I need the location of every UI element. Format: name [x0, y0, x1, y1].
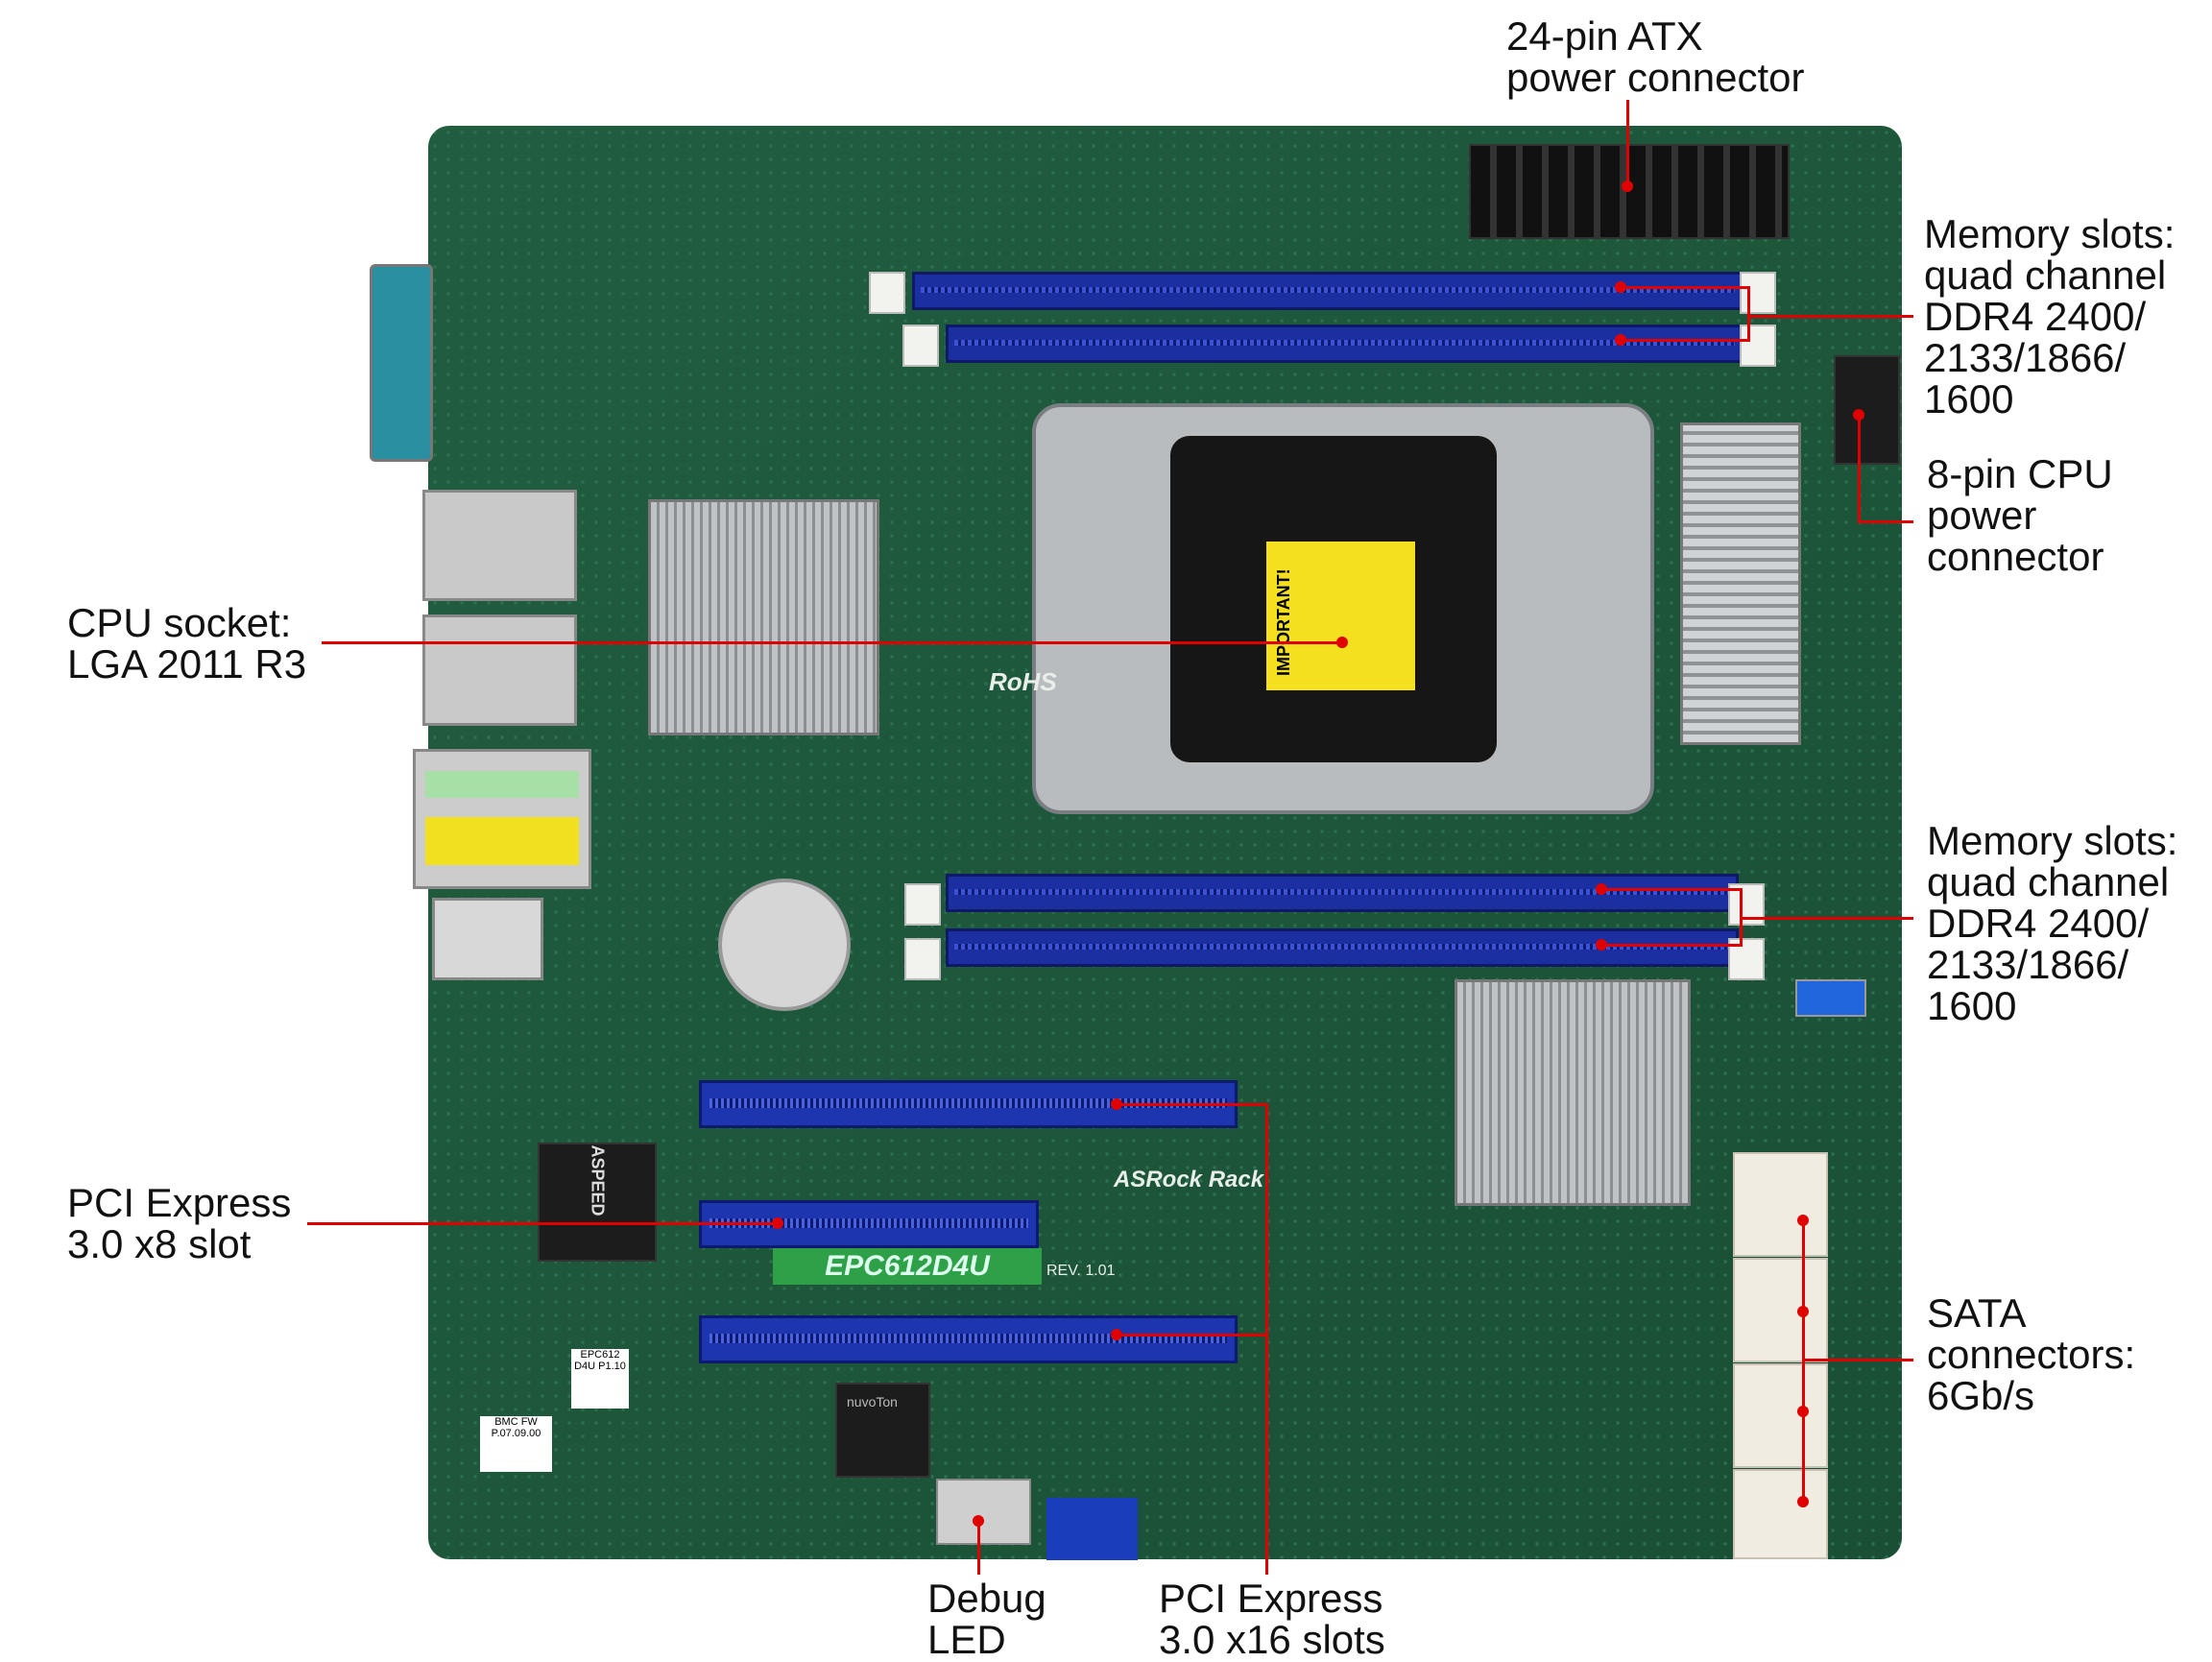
usb-port	[432, 898, 543, 980]
brand-logo: ASRock Rack	[1114, 1167, 1264, 1192]
cpu-socket: IMPORTANT!	[1032, 403, 1654, 814]
usb-lan-stack	[413, 749, 591, 889]
callout-line-pcie-x8	[307, 1222, 778, 1225]
callout-dot	[1797, 1306, 1809, 1317]
dimm-latch	[904, 883, 941, 926]
socket-cap-sticker: IMPORTANT!	[1266, 542, 1415, 690]
callout-line-memory-top	[1621, 286, 1749, 289]
dimm-latch	[869, 272, 905, 314]
callout-line-memory-bottom	[1740, 917, 1913, 920]
callout-line-memory-top	[1747, 286, 1750, 342]
bmc-fw-label: BMC FW P.07.09.00	[491, 1416, 541, 1439]
super-io-label: nuvoTon	[847, 1394, 898, 1409]
callout-line-memory-bottom	[1601, 944, 1742, 947]
debug-led-display	[936, 1479, 1031, 1545]
model-plate: EPC612D4U	[773, 1248, 1042, 1285]
label-pcie-x16: PCI Express 3.0 x16 slots	[1159, 1576, 1385, 1662]
label-memory-bottom: Memory slots: quad channel DDR4 2400/ 21…	[1927, 818, 2178, 1028]
callout-line-pcie-x16	[1117, 1334, 1268, 1337]
label-pcie-x8: PCI Express 3.0 x8 slot	[67, 1180, 292, 1266]
callout-line-cpu-power	[1858, 520, 1913, 523]
lan-port-2	[422, 614, 577, 726]
callout-dot	[1111, 1329, 1122, 1340]
model-name: EPC612D4U	[825, 1250, 990, 1282]
callout-line-pcie-x16	[1117, 1103, 1268, 1106]
callout-line-debug-led	[977, 1521, 980, 1575]
label-cpu-power: 8-pin CPU power connector	[1927, 451, 2113, 579]
callout-dot	[973, 1515, 984, 1527]
callout-line-memory-bottom	[1601, 888, 1742, 891]
callout-dot	[1622, 181, 1633, 192]
label-memory-top: Memory slots: quad channel DDR4 2400/ 21…	[1924, 211, 2176, 422]
cmos-battery	[718, 879, 851, 1011]
lan-port-1	[422, 490, 577, 601]
callout-dot	[1336, 637, 1348, 648]
vrm-heatsink	[1680, 422, 1801, 745]
callout-dot	[1111, 1098, 1122, 1110]
callout-line-cpu-socket	[322, 641, 1342, 644]
callout-dot	[1797, 1406, 1809, 1417]
bmc-chip: ASPEED	[538, 1143, 657, 1262]
revision-text: REV. 1.01	[1046, 1263, 1116, 1279]
sata-connector	[1733, 1258, 1828, 1362]
vga-port	[370, 264, 433, 462]
bmc-chip-label: ASPEED	[588, 1144, 608, 1216]
dimm-latch	[1740, 272, 1776, 314]
usb3-header	[1046, 1498, 1138, 1560]
sata-connector	[1733, 1469, 1828, 1559]
atx-24pin-connector	[1469, 144, 1790, 239]
callout-line-atx	[1626, 100, 1629, 186]
callout-dot	[772, 1217, 783, 1229]
bios-label: EPC612 D4U P1.10	[574, 1349, 626, 1372]
callout-dot	[1797, 1215, 1809, 1226]
sata-connector	[1733, 1363, 1828, 1468]
bmc-fw-sticker: BMC FW P.07.09.00	[480, 1416, 552, 1472]
label-atx-power: 24-pin ATX power connector	[1506, 13, 1805, 100]
cpu-8pin-connector	[1834, 355, 1900, 465]
sticker-title: IMPORTANT!	[1274, 568, 1293, 676]
bios-sticker: EPC612 D4U P1.10	[571, 1349, 629, 1409]
label-debug-led: Debug LED	[927, 1576, 1046, 1662]
rohs-mark: RoHS	[989, 667, 1057, 696]
pch-heatsink	[648, 499, 879, 735]
bmc-heatsink	[1455, 979, 1691, 1206]
dimm-latch	[1740, 325, 1776, 367]
callout-line-memory-top	[1747, 315, 1913, 318]
callout-dot	[1797, 1496, 1809, 1507]
super-io-chip: nuvoTon	[835, 1383, 930, 1478]
dimm-latch	[902, 325, 939, 367]
dimm-slot	[946, 928, 1739, 967]
pcie-x16-slot-2	[699, 1315, 1238, 1363]
dimm-slot	[946, 325, 1743, 363]
callout-line-pcie-x16	[1265, 1104, 1268, 1575]
dimm-slot	[946, 874, 1739, 912]
label-cpu-socket: CPU socket: LGA 2011 R3	[67, 600, 307, 686]
callout-line-cpu-power	[1858, 415, 1861, 522]
usb3-port	[1795, 979, 1866, 1017]
motherboard	[428, 126, 1902, 1559]
callout-line-sata	[1802, 1359, 1913, 1361]
callout-line-memory-top	[1621, 339, 1749, 342]
sata-connector	[1733, 1152, 1828, 1257]
label-sata: SATA connectors: 6Gb/s	[1927, 1290, 2136, 1418]
dimm-latch	[904, 938, 941, 980]
